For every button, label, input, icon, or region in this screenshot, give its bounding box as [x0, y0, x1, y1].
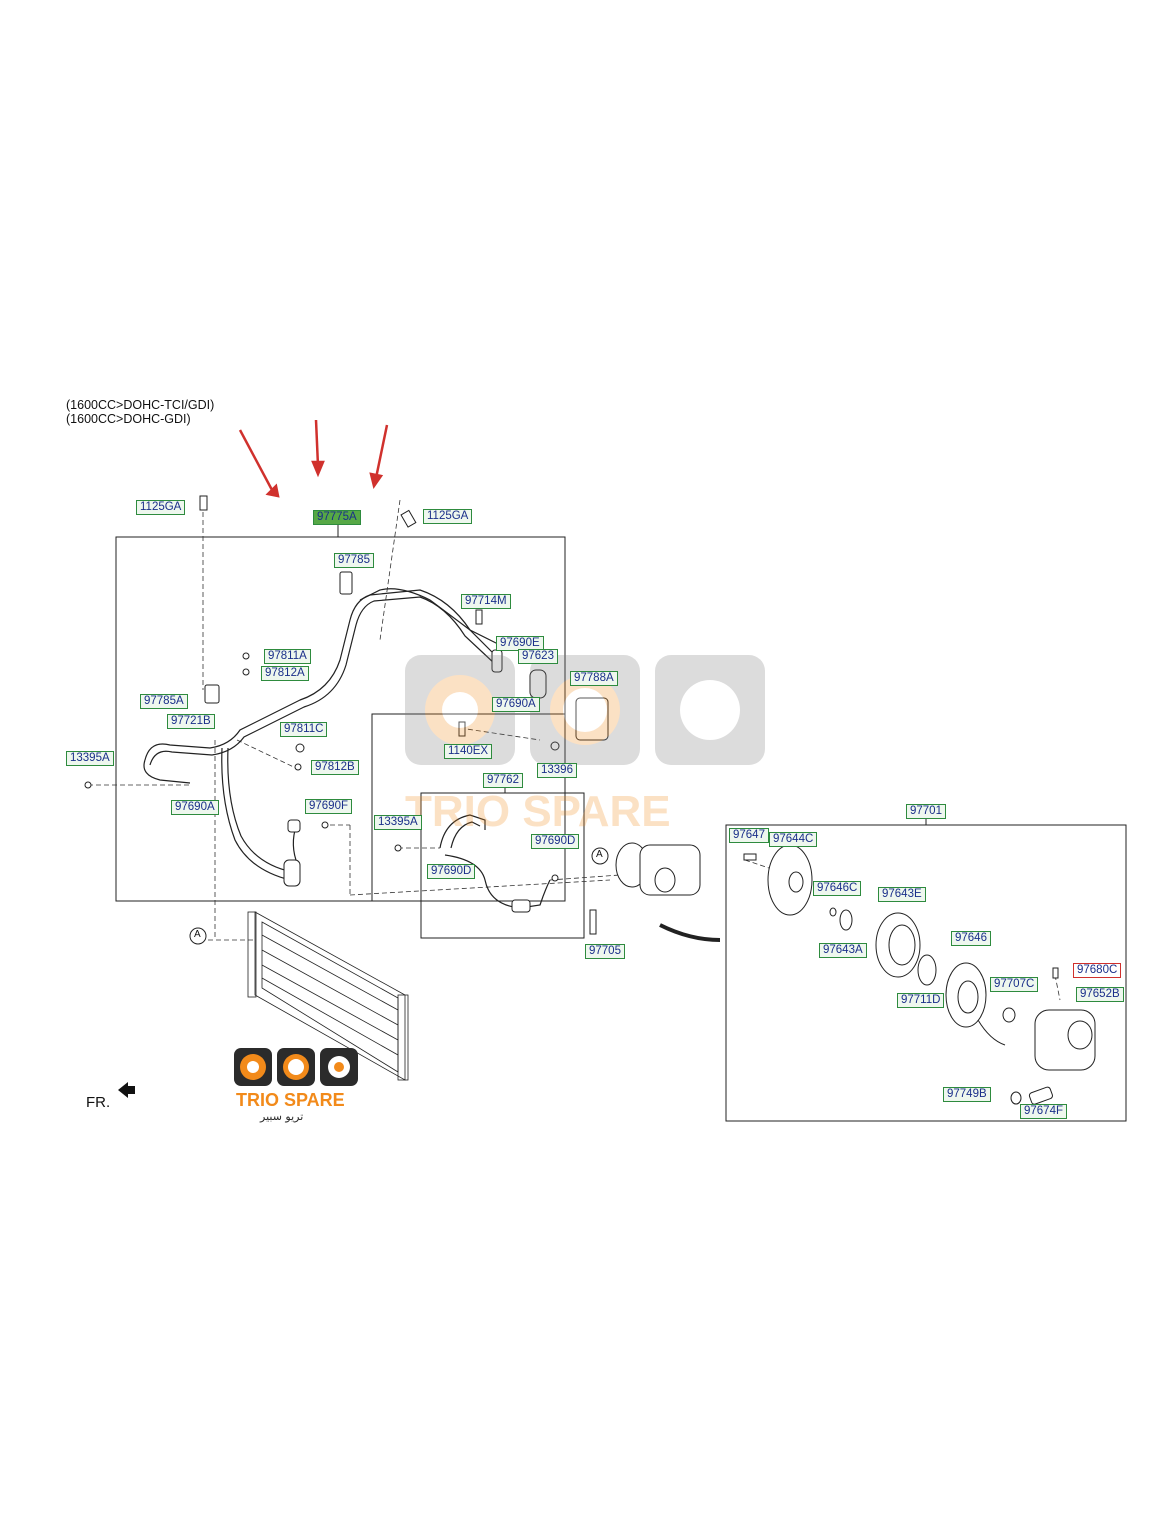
part-label-97690d-right[interactable]: 97690D [531, 834, 580, 849]
bolts [199, 495, 757, 935]
leader-lines [88, 499, 1061, 1001]
part-label-13395a-left[interactable]: 13395A [66, 751, 114, 766]
part-label-97714m[interactable]: 97714M [461, 594, 511, 609]
part-label-13395a-mid[interactable]: 13395A [374, 815, 422, 830]
assembly-box-97775a [115, 525, 566, 902]
callout-circles [189, 847, 609, 945]
part-label-97812a[interactable]: 97812A [261, 666, 309, 681]
part-label-97749b[interactable]: 97749B [943, 1087, 991, 1102]
brand-logo-icons [234, 1048, 358, 1086]
watermark-brand: TRIO SPARE [405, 787, 671, 836]
compressor-mid [615, 842, 721, 942]
part-label-97644c[interactable]: 97644C [769, 832, 818, 847]
clutch-parts [767, 844, 1096, 1105]
engine-variant-1: (1600CC>DOHC-TCI/GDI) [66, 398, 215, 412]
part-label-97811c[interactable]: 97811C [280, 722, 328, 737]
part-label-97643a[interactable]: 97643A [819, 943, 867, 958]
condenser [247, 911, 409, 1081]
part-label-1125ga-right[interactable]: 1125GA [423, 509, 473, 524]
red-arrows [238, 419, 389, 498]
part-label-97785a[interactable]: 97785A [140, 694, 188, 709]
part-label-97711d[interactable]: 97711D [897, 993, 945, 1008]
part-label-97762[interactable]: 97762 [483, 773, 523, 788]
part-label-97785[interactable]: 97785 [334, 553, 374, 568]
part-label-97690a-top[interactable]: 97690A [492, 697, 540, 712]
watermark: TRIO SPARE [405, 655, 770, 836]
callout-a-mid: A [596, 849, 603, 860]
part-label-97674f[interactable]: 97674F [1020, 1104, 1068, 1119]
fr-arrow [118, 1082, 135, 1098]
part-label-97647[interactable]: 97647 [729, 828, 769, 843]
brand-logo-text: TRIO SPARE [236, 1090, 345, 1110]
part-label-97652b[interactable]: 97652B [1076, 987, 1124, 1002]
part-label-97646[interactable]: 97646 [951, 931, 991, 946]
part-label-1140ex[interactable]: 1140EX [444, 744, 493, 759]
part-label-13396[interactable]: 13396 [537, 763, 577, 778]
hose-fittings [84, 571, 609, 913]
engine-variant-2: (1600CC>DOHC-GDI) [66, 412, 191, 426]
part-label-97690d-left[interactable]: 97690D [427, 864, 476, 879]
brand-logo-arabic: تريو سبير [260, 1110, 304, 1123]
part-label-97680c[interactable]: 97680C [1073, 963, 1122, 978]
part-label-97812b[interactable]: 97812B [311, 760, 359, 775]
part-label-97623[interactable]: 97623 [518, 649, 558, 664]
part-label-97775a[interactable]: 97775A [313, 510, 361, 525]
part-label-1125ga-left[interactable]: 1125GA [136, 500, 186, 515]
part-label-97721b[interactable]: 97721B [167, 714, 215, 729]
hose-lines [143, 588, 551, 909]
part-label-97690f[interactable]: 97690F [305, 799, 353, 814]
watermark-icons [405, 655, 765, 765]
part-label-97707c[interactable]: 97707C [990, 977, 1039, 992]
part-label-97705[interactable]: 97705 [585, 944, 625, 959]
part-label-97788a[interactable]: 97788A [570, 671, 618, 686]
part-label-97811a[interactable]: 97811A [264, 649, 311, 664]
part-label-97690a-left[interactable]: 97690A [171, 800, 219, 815]
part-label-97701[interactable]: 97701 [906, 804, 946, 819]
callout-a-left: A [194, 929, 201, 940]
part-label-97643e[interactable]: 97643E [878, 887, 926, 902]
part-label-97646c[interactable]: 97646C [813, 881, 862, 896]
front-orientation-label: FR. [86, 1094, 111, 1111]
brand-logo: TRIO SPARE تريو سبير [232, 1046, 362, 1126]
